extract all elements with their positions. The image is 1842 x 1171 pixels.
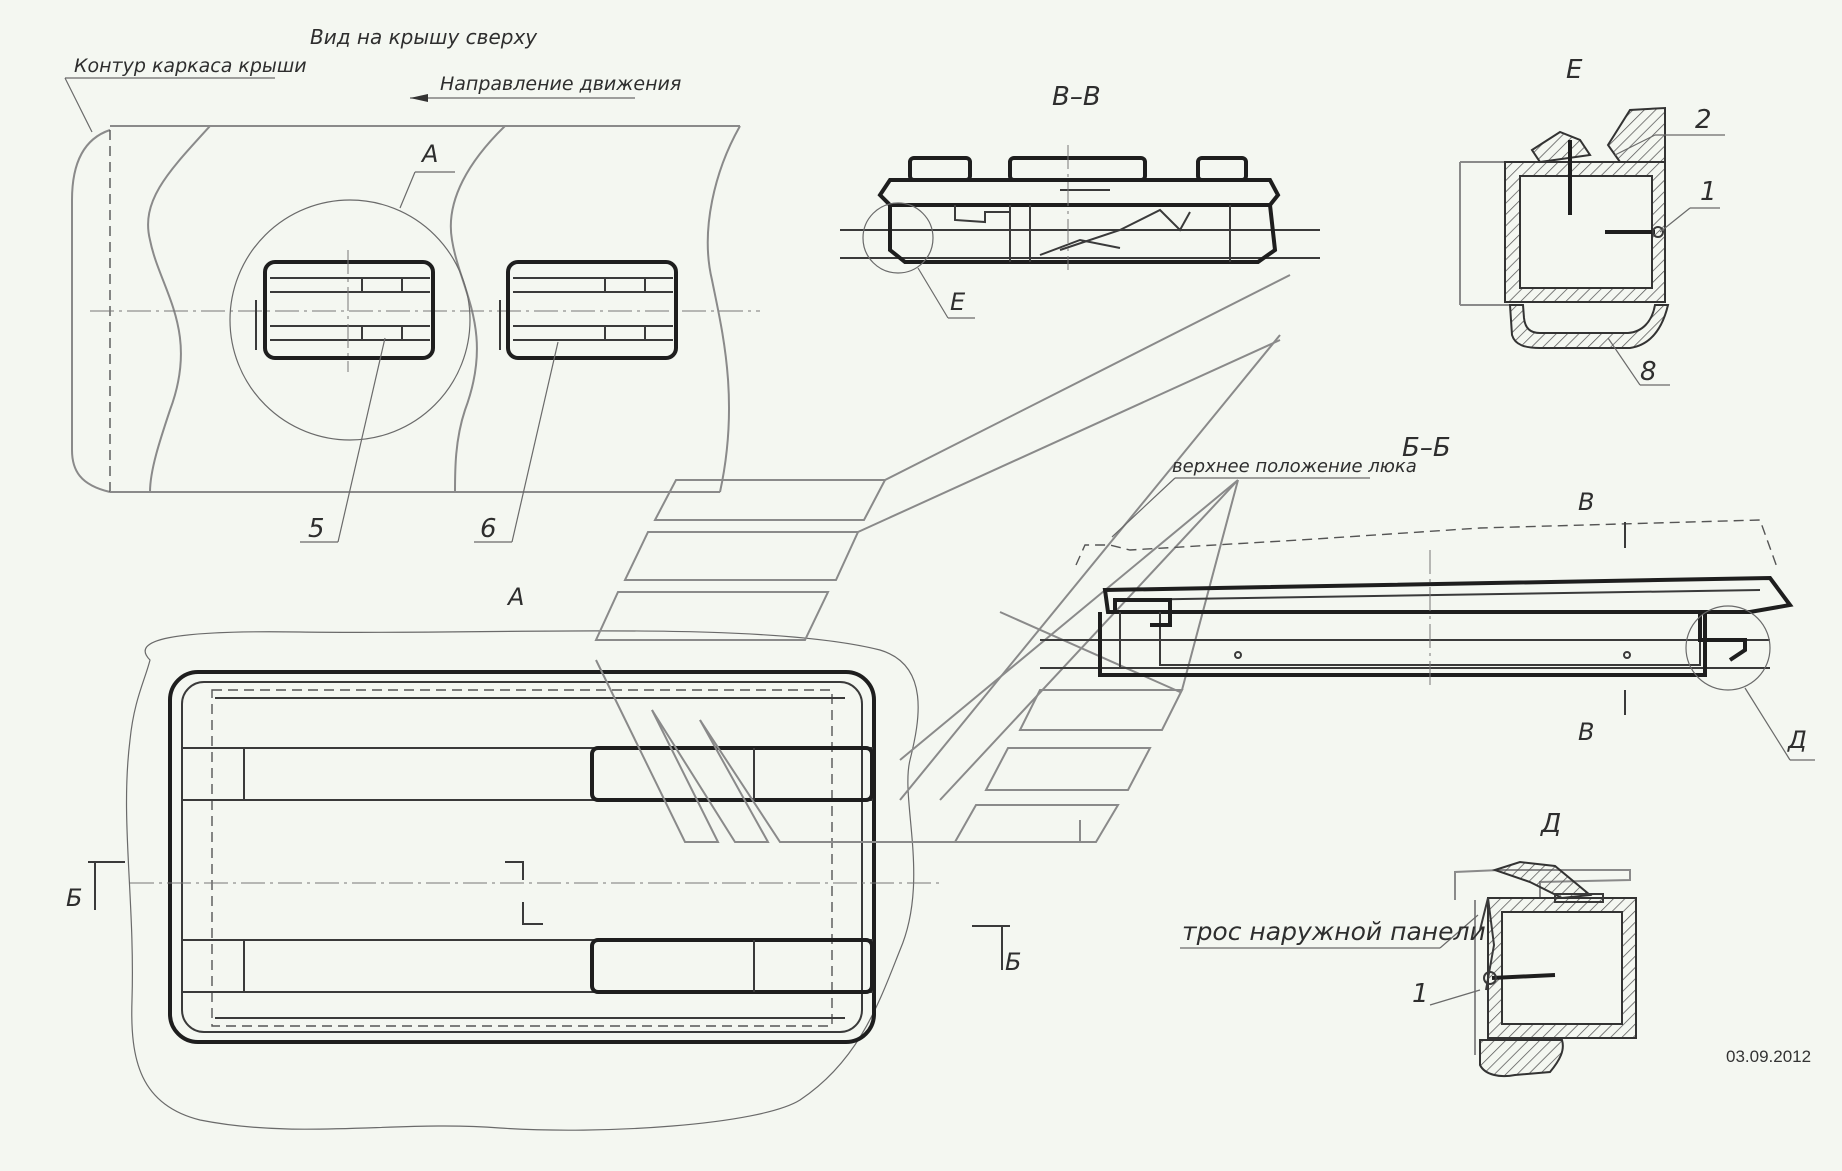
view-a: А Б Б	[66, 583, 1021, 1131]
item-1-d-label: 1	[1412, 979, 1429, 1009]
section-bb-title: Б–Б	[1402, 433, 1451, 463]
item-1-e-label: 1	[1700, 177, 1717, 207]
detail-e: Е 2 1 8	[1459, 55, 1725, 387]
view-a-title: А	[506, 583, 524, 611]
outer-panel-cable-label: трос наружной панели	[1182, 917, 1486, 946]
cut-v-top-label: В	[1578, 488, 1594, 516]
section-bb: Б–Б верхнее положение люка В В Д	[1040, 433, 1815, 761]
roof-top-view: Вид на крышу сверху Контур каркаса крыши…	[64, 25, 760, 544]
item-6-label: 6	[480, 514, 497, 544]
cut-b-right-label: Б	[1005, 948, 1021, 976]
item-5-label: 5	[308, 514, 325, 544]
cut-v-bottom-label: В	[1578, 718, 1594, 746]
drawing-date: 03.09.2012	[1726, 1047, 1811, 1066]
item-2-e-label: 2	[1695, 105, 1712, 135]
hatch-2-top	[499, 260, 678, 360]
upper-position-label: верхнее положение люка	[1172, 456, 1417, 477]
projection-lines	[594, 274, 1291, 843]
direction-of-travel-label: Направление движения	[440, 73, 681, 95]
detail-e-title: Е	[1566, 55, 1583, 85]
hatch-1-top	[255, 250, 435, 372]
section-vv-title: В–В	[1052, 82, 1101, 112]
detail-d: Д трос наружной панели 1	[1180, 809, 1637, 1078]
item-8-e-label: 8	[1640, 357, 1657, 387]
detail-d-title: Д	[1540, 809, 1561, 839]
detail-d-callout: Д	[1787, 726, 1807, 754]
view-a-callout: А	[420, 140, 438, 168]
cut-b-left-label: Б	[66, 884, 82, 912]
roof-frame-contour-label: Контур каркаса крыши	[74, 55, 307, 77]
section-vv: В–В Е	[840, 82, 1320, 319]
detail-e-callout: Е	[950, 288, 966, 316]
roof-top-view-title: Вид на крышу сверху	[310, 25, 538, 49]
